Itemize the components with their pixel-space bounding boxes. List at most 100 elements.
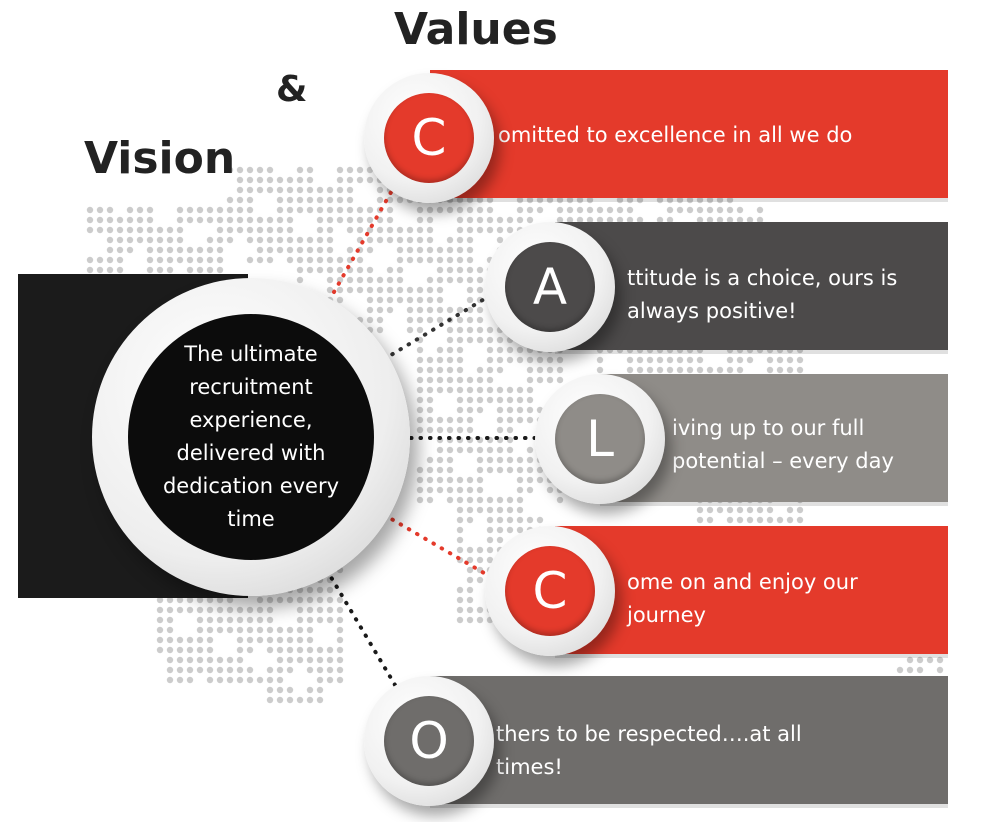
map-dot (166, 246, 174, 254)
map-dot (756, 506, 764, 514)
map-dot (286, 206, 294, 214)
map-dot (286, 176, 294, 184)
map-dot (326, 256, 334, 264)
map-dot (456, 486, 464, 494)
map-dot (416, 326, 424, 334)
map-dot (316, 206, 324, 214)
map-dot (736, 216, 744, 224)
map-dot (516, 476, 524, 484)
map-dot (196, 626, 204, 634)
map-dot (236, 206, 244, 214)
map-dot (306, 626, 314, 634)
map-dot (686, 196, 694, 204)
map-dot (316, 226, 324, 234)
map-dot (476, 206, 484, 214)
map-dot (416, 306, 424, 314)
map-dot (446, 476, 454, 484)
map-dot (386, 206, 394, 214)
map-dot (656, 216, 664, 224)
map-dot (456, 406, 464, 414)
map-dot (486, 336, 494, 344)
map-dot (386, 216, 394, 224)
map-dot (226, 676, 234, 684)
map-dot (156, 226, 164, 234)
map-dot (296, 166, 304, 174)
map-dot (426, 306, 434, 314)
map-dot (436, 426, 444, 434)
map-dot (136, 236, 144, 244)
map-dot (416, 386, 424, 394)
map-dot (466, 566, 474, 574)
value-bubble-2: A (485, 222, 615, 352)
map-dot (216, 596, 224, 604)
map-dot (476, 336, 484, 344)
map-dot (546, 366, 554, 374)
map-dot (496, 386, 504, 394)
map-dot (246, 196, 254, 204)
map-dot (466, 486, 474, 494)
map-dot (176, 246, 184, 254)
map-dot (326, 266, 334, 274)
map-dot (406, 296, 414, 304)
map-dot (126, 226, 134, 234)
map-dot (216, 676, 224, 684)
map-dot (606, 216, 614, 224)
map-dot (696, 356, 704, 364)
map-dot (476, 326, 484, 334)
map-dot (316, 246, 324, 254)
map-dot (526, 516, 534, 524)
map-dot (756, 516, 764, 524)
map-dot (386, 196, 394, 204)
map-dot (296, 646, 304, 654)
value-letter-2: A (505, 242, 595, 332)
map-dot (246, 226, 254, 234)
value-band-1: omitted to excellence in all we do (430, 70, 948, 198)
map-dot (316, 606, 324, 614)
map-dot (96, 256, 104, 264)
map-dot (156, 596, 164, 604)
map-dot (596, 206, 604, 214)
map-dot (536, 516, 544, 524)
map-dot (516, 486, 524, 494)
map-dot (166, 626, 174, 634)
map-dot (426, 426, 434, 434)
map-dot (286, 186, 294, 194)
map-dot (496, 416, 504, 424)
map-dot (506, 386, 514, 394)
map-dot (276, 206, 284, 214)
map-dot (206, 236, 214, 244)
map-dot (916, 666, 924, 674)
map-dot (336, 646, 344, 654)
map-dot (486, 496, 494, 504)
map-dot (246, 206, 254, 214)
map-dot (186, 636, 194, 644)
map-dot (336, 666, 344, 674)
map-dot (396, 246, 404, 254)
map-dot (536, 366, 544, 374)
map-dot (686, 366, 694, 374)
map-dot (476, 196, 484, 204)
map-dot (246, 176, 254, 184)
map-dot (416, 476, 424, 484)
map-dot (496, 346, 504, 354)
map-dot (226, 616, 234, 624)
map-dot (446, 466, 454, 474)
map-dot (366, 246, 374, 254)
map-dot (506, 446, 514, 454)
map-dot (296, 236, 304, 244)
map-dot (456, 426, 464, 434)
map-dot (446, 496, 454, 504)
map-dot (206, 666, 214, 674)
map-dot (116, 226, 124, 234)
map-dot (466, 256, 474, 264)
map-dot (156, 256, 164, 264)
map-dot (286, 626, 294, 634)
map-dot (476, 556, 484, 564)
map-dot (306, 696, 314, 704)
map-dot (516, 356, 524, 364)
map-dot (446, 266, 454, 274)
map-dot (206, 636, 214, 644)
map-dot (206, 646, 214, 654)
map-dot (416, 346, 424, 354)
map-dot (426, 296, 434, 304)
